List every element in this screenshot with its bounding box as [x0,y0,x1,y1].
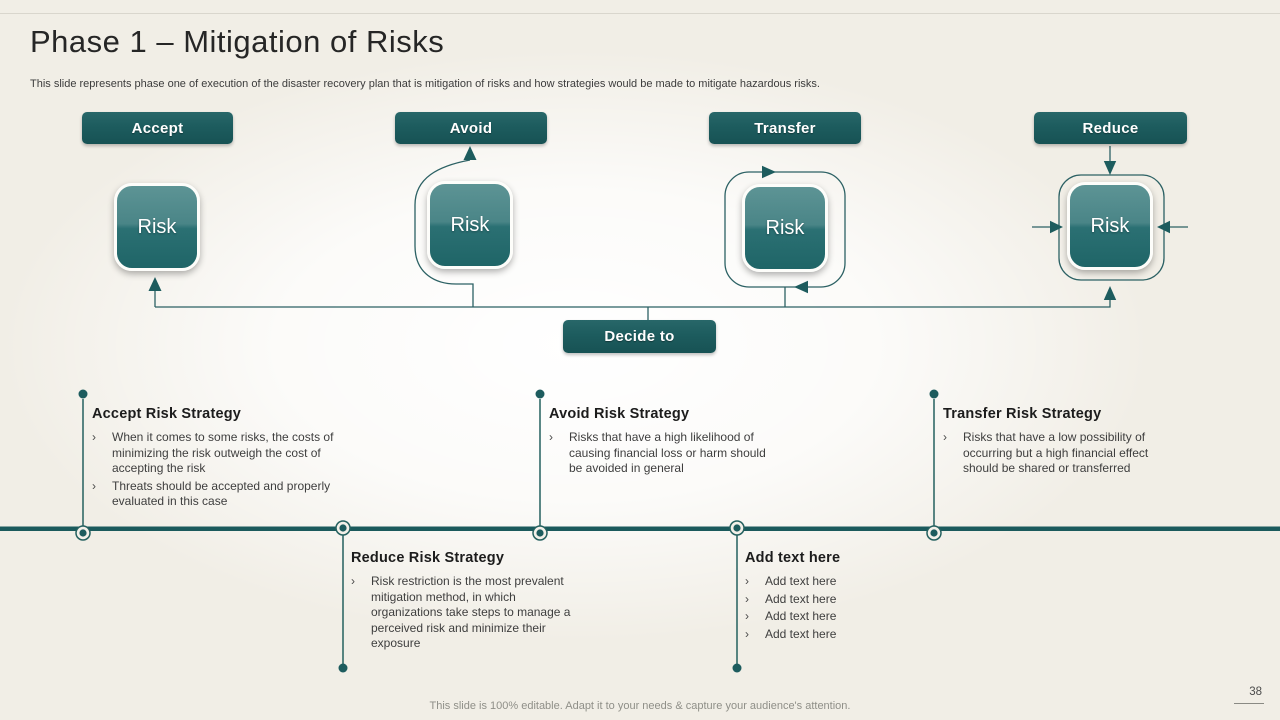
section-add-text-here: Add text here › Add text here › Add text… [745,550,955,644]
bullet-marker: › [92,478,96,493]
decide-to-button[interactable]: Decide to [563,320,716,353]
arrow-left-icon [794,280,808,294]
decide-to-label: Decide to [604,328,675,345]
section-heading: Transfer Risk Strategy [943,406,1102,422]
bullet-marker: › [351,574,355,588]
bullet-text: Add text here [765,574,837,588]
slide-description: This slide represents phase one of execu… [30,78,820,90]
risk-box-reduce[interactable]: Risk [1067,182,1153,270]
strategy-button-avoid[interactable]: Avoid [395,112,547,144]
strategy-button-label: Reduce [1082,119,1139,137]
dot-icon [732,663,742,673]
bullet-item: › Risks that have a low possibility of o… [943,430,1185,477]
dot-icon [535,389,545,399]
bullet-item: › Add text here [745,609,955,625]
risk-box-avoid[interactable]: Risk [427,181,513,269]
bullet-item: › Add text here [745,574,955,590]
arrow-up-icon [1103,286,1117,300]
bullet-item: › Add text here [745,592,955,608]
timeline-band [0,526,1280,531]
ring-dot-icon [335,520,351,536]
arrow-right-icon [1050,220,1063,234]
bullet-marker: › [745,626,749,641]
dot-icon [338,663,348,673]
dot-icon [78,389,88,399]
strategy-button-label: Accept [131,119,184,137]
bullet-list: › Risks that have a low possibility of o… [943,430,1185,477]
timeline-markers [75,520,942,541]
bullet-text: Add text here [765,609,837,623]
page-number: 38 [1249,686,1262,698]
connector-lines [154,146,1188,322]
arrow-up-icon [148,277,162,291]
arrow-right-icon [762,165,776,179]
strategy-button-accept[interactable]: Accept [82,112,233,144]
arrow-up-icon [463,146,477,160]
risk-box-label: Risk [450,213,490,236]
risk-box-label: Risk [1090,214,1130,237]
section-avoid-risk-strategy: Avoid Risk Strategy › Risks that have a … [549,406,777,479]
arrow-down-icon [1103,161,1117,175]
bullet-marker: › [745,609,749,623]
arrow-left-icon [1157,220,1170,234]
page-number-rule [1234,703,1264,704]
bullet-marker: › [92,430,96,444]
strategy-button-transfer[interactable]: Transfer [709,112,861,144]
top-divider-rule [0,13,1280,14]
bullet-item: › Risks that have a high likelihood of c… [549,430,777,477]
bullet-list: › When it comes to some risks, the costs… [92,430,360,510]
bullet-marker: › [943,430,947,444]
bullet-text: Risks that have a low possibility of occ… [963,430,1149,475]
ring-dot-icon [926,525,942,541]
section-heading: Accept Risk Strategy [92,406,242,422]
section-accept-risk-strategy: Accept Risk Strategy › When it comes to … [92,406,360,512]
bullet-text: Threats should be accepted and properly … [112,478,331,509]
risk-box-label: Risk [765,216,805,239]
bullet-item: › Threats should be accepted and properl… [92,479,360,510]
bullet-marker: › [549,430,553,444]
bullet-list: › Add text here › Add text here › Add te… [745,574,955,642]
bullet-text: When it comes to some risks, the costs o… [112,430,334,475]
strategy-button-reduce[interactable]: Reduce [1034,112,1187,144]
bullet-list: › Risk restriction is the most prevalent… [351,574,579,652]
strategy-button-label: Transfer [754,119,816,137]
page-title: Phase 1 – Mitigation of Risks [30,24,445,59]
section-heading: Avoid Risk Strategy [549,406,690,422]
bullet-text: Risks that have a high likelihood of cau… [569,430,766,475]
arrowheads [148,146,1170,300]
ring-dot-icon [532,525,548,541]
section-heading: Reduce Risk Strategy [351,550,505,566]
ring-dot-icon [75,525,91,541]
bullet-marker: › [745,591,749,606]
bullet-item: › Add text here [745,627,955,643]
risk-box-accept[interactable]: Risk [114,183,200,271]
bullet-item: › When it comes to some risks, the costs… [92,430,360,477]
strategy-button-label: Avoid [449,119,493,137]
section-reduce-risk-strategy: Reduce Risk Strategy › Risk restriction … [351,550,579,654]
section-heading: Add text here [745,550,841,566]
bullet-list: › Risks that have a high likelihood of c… [549,430,777,477]
bullet-item: › Risk restriction is the most prevalent… [351,574,579,652]
risk-box-label: Risk [137,215,177,238]
ring-dot-icon [729,520,745,536]
risk-box-transfer[interactable]: Risk [742,184,828,272]
dot-icon [929,389,939,399]
footer-note: This slide is 100% editable. Adapt it to… [429,700,851,712]
bullet-marker: › [745,574,749,588]
main-connector-line [155,300,1111,308]
section-transfer-risk-strategy: Transfer Risk Strategy › Risks that have… [943,406,1185,479]
bullet-text: Add text here [765,591,837,606]
bullet-text: Risk restriction is the most prevalent m… [371,574,571,650]
bullet-text: Add text here [765,626,837,641]
